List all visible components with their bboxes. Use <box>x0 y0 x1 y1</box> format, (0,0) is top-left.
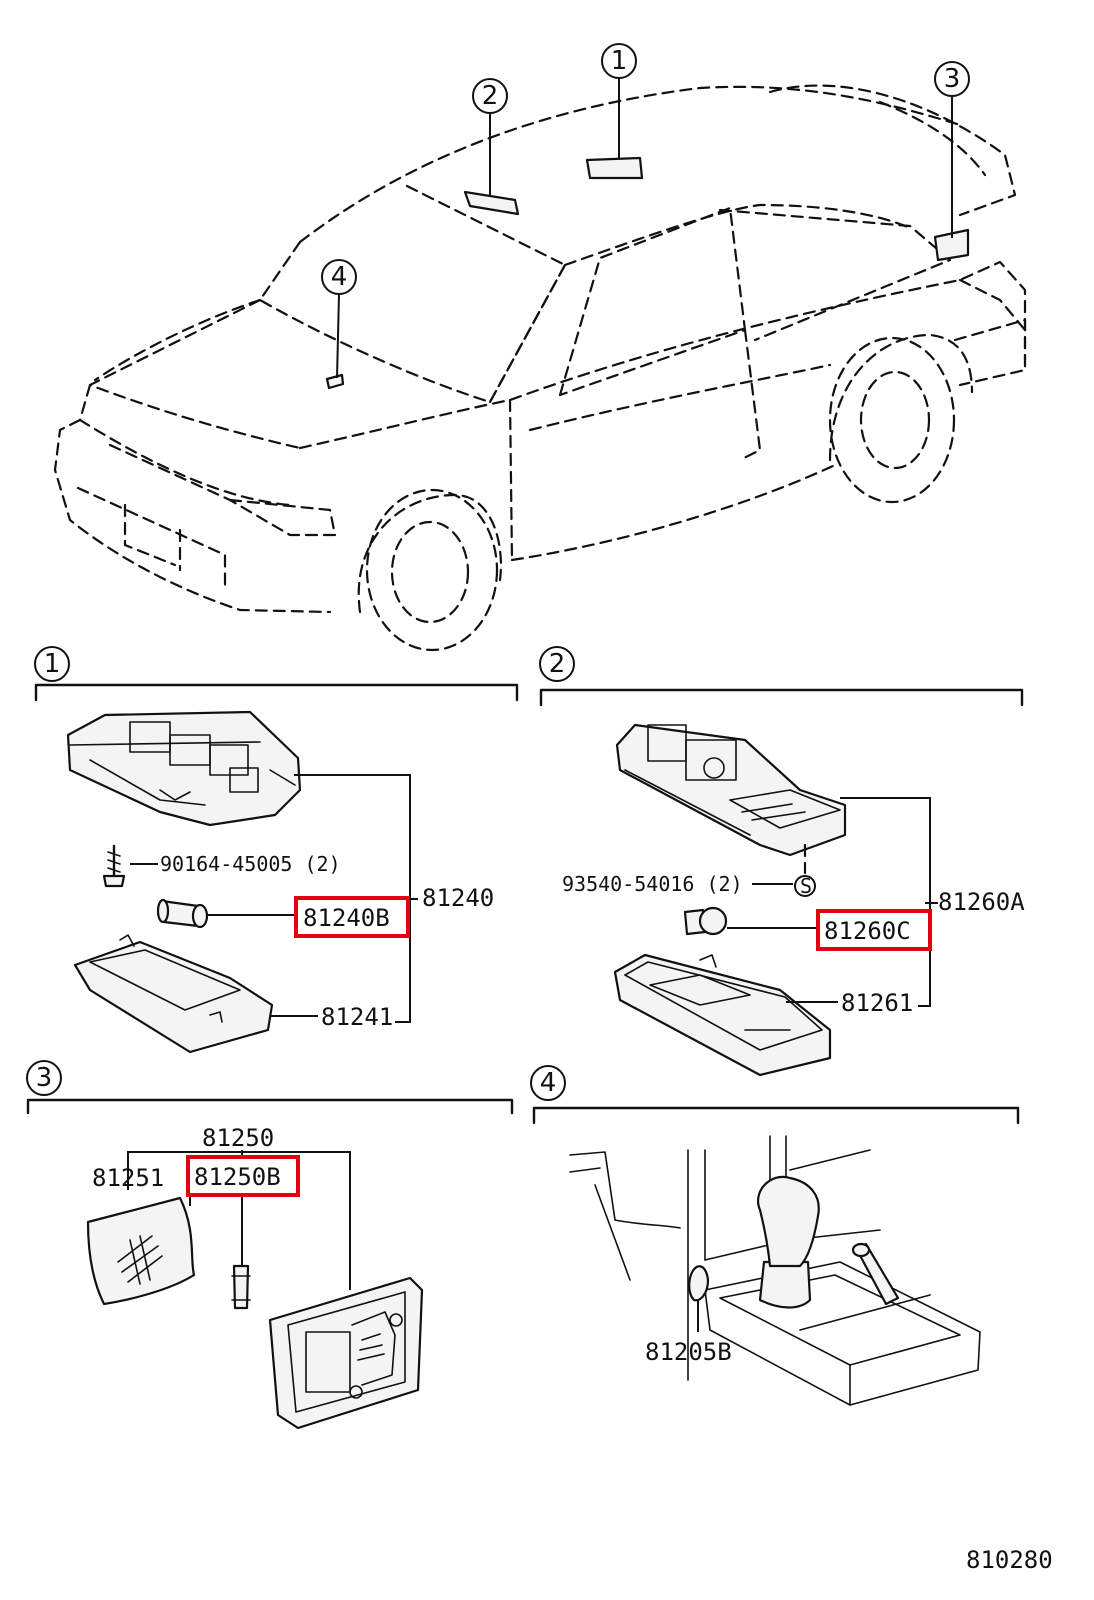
luggage-lamp-marker <box>933 228 970 262</box>
part-81260A: 81260A <box>938 888 1025 916</box>
svg-text:2: 2 <box>482 81 499 111</box>
part-81205B: 81205B <box>645 1338 732 1366</box>
dome-lamp-housing <box>66 710 302 827</box>
dome-lamp-lens <box>73 934 274 1054</box>
section-2-bulb <box>683 906 728 936</box>
section-4-marker: 4 <box>530 1065 566 1101</box>
callout-3: 3 <box>934 61 970 97</box>
part-81240B: 81240B <box>303 904 390 932</box>
map-lamp-lens <box>613 953 832 1077</box>
svg-text:4: 4 <box>331 262 348 292</box>
luggage-lamp-housing <box>268 1276 424 1430</box>
section-1-bulb <box>156 898 209 929</box>
part-81261: 81261 <box>841 989 913 1017</box>
callout-1: 1 <box>601 43 637 79</box>
highlight-81250B <box>186 1155 300 1197</box>
part-81260C: 81260C <box>824 917 911 945</box>
svg-text:3: 3 <box>36 1063 53 1093</box>
dome-lamp-marker <box>585 156 644 180</box>
section-3-bulb <box>231 1264 251 1310</box>
section-2-screw: S <box>794 843 816 898</box>
luggage-lamp-lens <box>86 1196 196 1306</box>
svg-text:2: 2 <box>549 649 566 679</box>
part-81250: 81250 <box>202 1124 274 1152</box>
map-lamp-housing <box>615 723 847 857</box>
console-lamp-marker <box>325 373 345 390</box>
svg-text:4: 4 <box>540 1068 557 1098</box>
section-1-dome-lamp: 1 <box>34 646 519 1054</box>
section-3-marker: 3 <box>26 1060 62 1096</box>
section-2-map-lamp: 2 S <box>539 646 1025 1077</box>
section-1-marker: 1 <box>34 646 70 682</box>
part-81250B: 81250B <box>194 1163 281 1191</box>
diagram-id: 810280 <box>966 1546 1053 1574</box>
svg-text:3: 3 <box>944 64 961 94</box>
callout-4: 4 <box>321 259 357 295</box>
map-lamp-marker <box>463 190 520 216</box>
part-81241: 81241 <box>321 1003 393 1031</box>
part-90164-45005: 90164-45005 (2) <box>160 852 341 876</box>
car-overview: 1 2 3 4 <box>53 43 1027 652</box>
part-93540-54016: 93540-54016 (2) <box>562 872 743 896</box>
section-4-console-lamp: 4 81205B <box>530 1065 1020 1406</box>
callout-2: 2 <box>472 78 508 114</box>
section-3-luggage-lamp: 3 81250 81251 81 <box>26 1060 514 1430</box>
svg-text:S: S <box>800 874 812 898</box>
svg-text:1: 1 <box>611 46 628 76</box>
section-4-bulb <box>688 1265 710 1302</box>
section-1-screw <box>102 844 126 888</box>
console-area-drawing <box>569 1135 981 1406</box>
part-81240: 81240 <box>422 884 494 912</box>
part-81251: 81251 <box>92 1164 164 1192</box>
svg-text:1: 1 <box>44 649 61 679</box>
highlight-81260C <box>816 909 932 951</box>
section-2-marker: 2 <box>539 646 575 682</box>
highlight-81240B <box>294 896 410 938</box>
